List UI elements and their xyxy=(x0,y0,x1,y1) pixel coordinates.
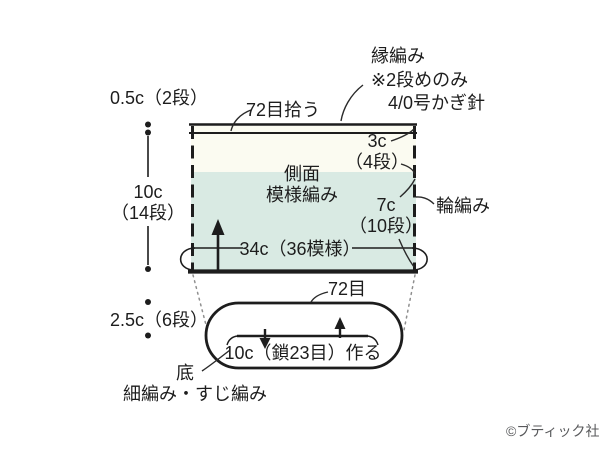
bottom-oval-shape xyxy=(204,301,404,370)
leader-pickup xyxy=(230,109,252,132)
work-direction-up-arrow xyxy=(211,219,225,270)
lower-band-size-label: 7c xyxy=(376,195,396,215)
leader-bottom-name xyxy=(201,349,231,372)
bottom-stitch-count-label: 72目 xyxy=(328,279,367,299)
bottom-part-label: 底 xyxy=(176,363,194,383)
side-panel-name: 側面 模様編み xyxy=(266,164,338,206)
edge-crochet-note-line3: 4/0号かぎ針 xyxy=(388,93,486,113)
leader-round-label xyxy=(415,196,435,205)
side-panel-pattern-fill xyxy=(191,172,416,271)
circumference-label: 34c（36模様） xyxy=(239,239,361,259)
lower-band-dimension: 7c （10段） xyxy=(349,195,423,237)
top-band-size-label: 0.5c（2段） xyxy=(110,88,209,108)
foundation-chain-line xyxy=(226,334,379,346)
connector-dotted-left xyxy=(192,274,207,326)
height-size-label: 10c xyxy=(133,182,163,202)
bottom-stitch-type-label: 細編み・すじ編み xyxy=(123,384,267,404)
bottom-half-dimension-marker xyxy=(145,299,151,339)
leader-lower-band-bottom xyxy=(398,238,415,268)
chain-direction-up-arrow xyxy=(334,317,346,338)
upper-band-rows-label: （4段） xyxy=(344,152,410,172)
left-wrap-loop xyxy=(179,247,196,271)
upper-band-dimension: 3c （4段） xyxy=(345,131,409,173)
leader-lower-band-top xyxy=(399,178,416,198)
leader-edge-note xyxy=(340,84,364,122)
edge-crochet-note-line1: 縁編み xyxy=(371,46,425,66)
height-rows-label: （14段） xyxy=(110,203,186,223)
pickup-stitches-label: 72目拾う xyxy=(246,100,321,120)
upper-band-size-label: 3c xyxy=(367,131,387,151)
bottom-half-height-label: 2.5c（6段） xyxy=(110,310,209,330)
leader-upper-band-top xyxy=(390,128,415,142)
round-crochet-label: 輪編み xyxy=(436,196,490,216)
leader-lines xyxy=(201,84,435,372)
height-dimension: 10c （14段） xyxy=(111,182,185,224)
lower-band-rows-label: （10段） xyxy=(348,216,424,236)
leader-stitch-count xyxy=(310,291,329,303)
connector-dotted-right xyxy=(403,274,416,331)
side-panel-name-line1: 側面 xyxy=(284,164,320,184)
right-wrap-loop xyxy=(411,247,428,271)
side-panel-name-line2: 模様編み xyxy=(266,185,338,205)
foundation-chain-label: 10c（鎖23目）作る xyxy=(224,343,382,363)
copyright-text: ©ブティック社 xyxy=(506,423,600,439)
side-panel-shape xyxy=(188,123,418,274)
leader-upper-band-bottom xyxy=(400,163,416,175)
chain-direction-down-arrow xyxy=(259,329,271,349)
height-dimension-marker xyxy=(145,121,151,272)
edge-crochet-note-line2: ※2段めのみ xyxy=(371,70,469,90)
